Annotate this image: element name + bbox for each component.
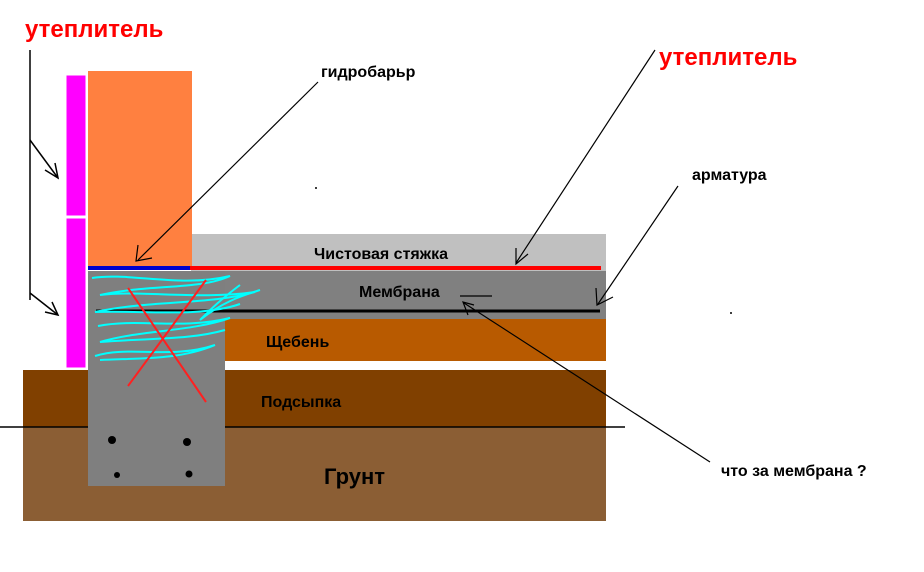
crushed-stone-label: Щебень [266,334,329,351]
bedding-label: Подсыпка [261,394,341,411]
left-arrow-group [29,50,60,317]
insulation-right-arrow [515,49,656,266]
moisture-scribble [91,275,261,361]
rebar-dot [185,470,193,478]
hydrobarrier-arrow [135,81,319,262]
membrane-arrow [460,295,711,463]
soil-label: Грунт [324,464,385,489]
membrane-label: Мембрана [359,284,440,301]
wall [88,71,192,267]
insulation-left-label: утеплитель [25,16,163,43]
insulation-board-bottom [65,217,87,369]
rebar-dot [183,438,191,446]
insulation-board-top [65,74,87,217]
rebar-dot [114,472,120,478]
insulation-right-label: утеплитель [659,44,797,71]
rebar-arrow [595,185,679,306]
hydrobarrier-label: гидробарьр [321,64,416,81]
stray-dot [315,187,317,189]
foundation-block [88,271,225,486]
rebar-dot [108,436,116,444]
rebar-label: арматура [692,167,767,184]
question-label: что за мембрана ? [721,463,867,480]
red-cross [127,279,207,403]
screed-layer [191,234,606,271]
stray-dot [730,312,732,314]
finish-screed-label: Чистовая стяжка [314,246,448,263]
